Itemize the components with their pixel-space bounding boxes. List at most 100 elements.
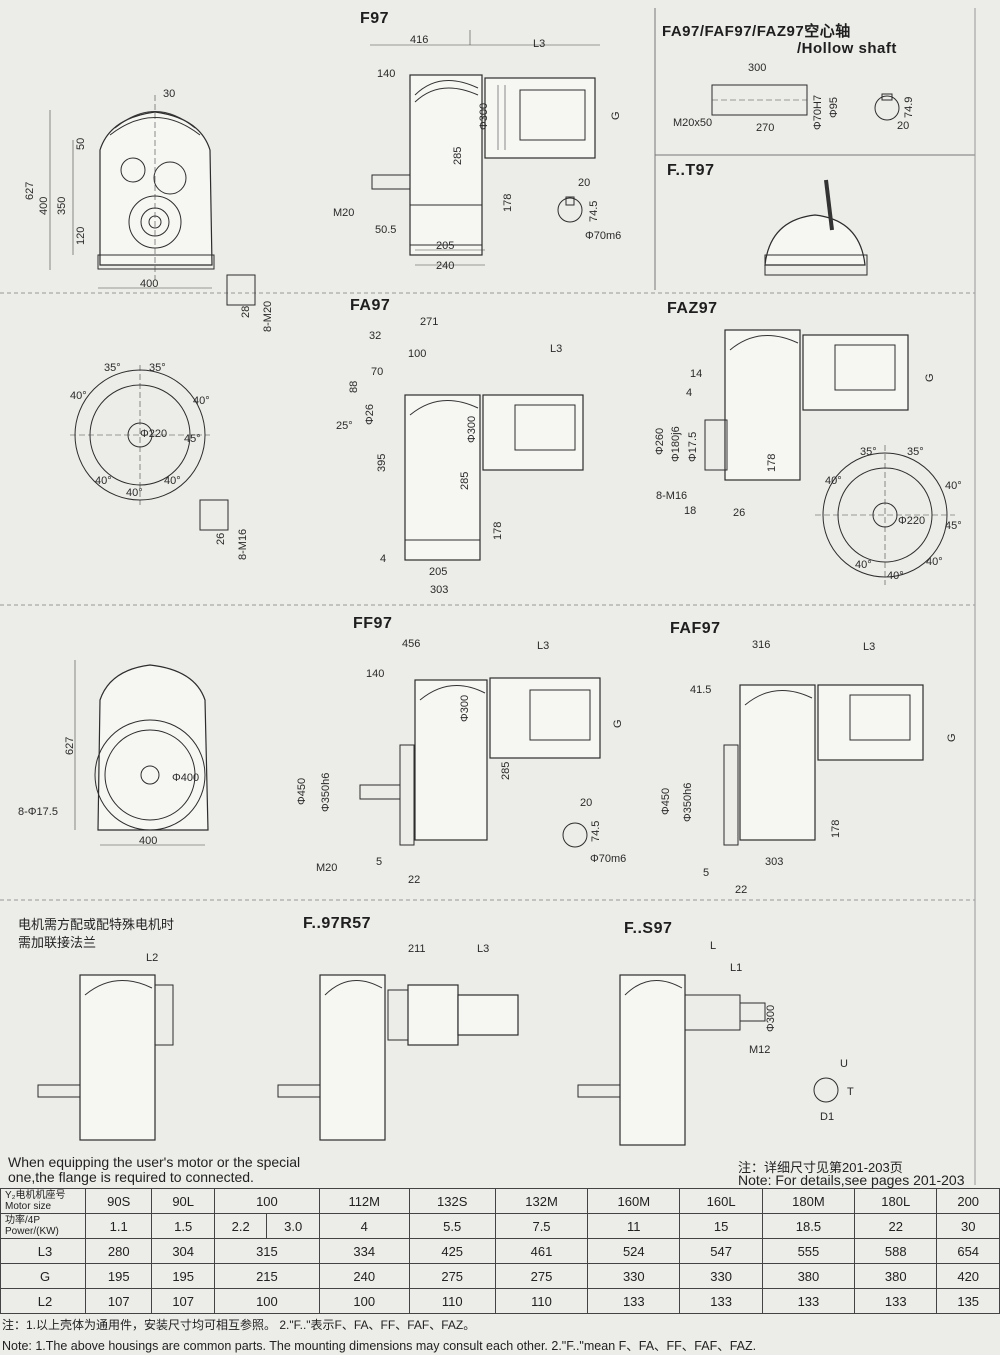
- dim-label: 40°: [887, 570, 904, 582]
- cell: 380: [854, 1263, 938, 1289]
- table-row: L2 107 107 100 100 110 110 133 133 133 1…: [0, 1288, 1000, 1314]
- dim-label: 178: [502, 193, 514, 212]
- dim-label: 20: [578, 177, 591, 189]
- cell: 100: [213, 1288, 320, 1314]
- cell: 90S: [84, 1188, 153, 1214]
- adapter-note-cn-2: 需加联接法兰: [18, 935, 97, 950]
- dim-label: L3: [477, 943, 490, 955]
- dim-label: 28: [240, 305, 252, 318]
- dim-label: 40°: [855, 559, 872, 571]
- cell: 1.5: [151, 1213, 215, 1239]
- dim-label: G: [924, 373, 936, 382]
- cell: 135: [936, 1288, 1000, 1314]
- dim-label: 45°: [945, 520, 962, 532]
- dim-label: 270: [756, 122, 775, 134]
- dim-label: 240: [436, 260, 455, 272]
- cell: 280: [84, 1238, 153, 1264]
- dim-label: Φ350h6: [682, 782, 694, 822]
- row-header-motor: Y₂电机机座号 Motor size: [0, 1188, 86, 1214]
- dim-label: 285: [459, 471, 471, 490]
- cell: 200: [936, 1188, 1000, 1214]
- cell: 588: [854, 1238, 938, 1264]
- fa97-flange-view: [70, 365, 229, 531]
- dim-label: 285: [500, 761, 512, 780]
- cell: 654: [936, 1238, 1000, 1264]
- dim-label: 416: [410, 34, 429, 46]
- dim-label: 40°: [164, 475, 181, 487]
- ff97-side-view: [359, 677, 601, 848]
- title-hollow-shaft: FA97/FAF97/FAZ97空心轴: [662, 23, 851, 40]
- cell: 4: [318, 1213, 410, 1239]
- title-fa97: FA97: [350, 297, 391, 314]
- cell: 133: [587, 1288, 681, 1314]
- row-header-l3: L3: [0, 1238, 86, 1264]
- dim-label: 40°: [825, 475, 842, 487]
- dim-label: 400: [140, 278, 159, 290]
- user-motor-note-2: one,the flange is required to connected.: [8, 1169, 254, 1185]
- dim-label: T: [847, 1086, 854, 1098]
- dim-label: 40°: [95, 475, 112, 487]
- cell: 112M: [318, 1188, 410, 1214]
- header-en: Power/(KW): [5, 1226, 59, 1237]
- cell: 160L: [679, 1188, 763, 1214]
- dim-label: 50: [75, 137, 87, 150]
- cell: 275: [494, 1263, 589, 1289]
- dim-label: Φ400: [172, 772, 200, 784]
- cell: 330: [679, 1263, 763, 1289]
- row-header-g: G: [0, 1263, 86, 1289]
- dim-label: 14: [690, 368, 703, 380]
- cell: 195: [151, 1263, 215, 1289]
- dim-label: G: [612, 719, 624, 728]
- dim-label: 22: [408, 874, 421, 886]
- cell: 110: [408, 1288, 496, 1314]
- title-faf97: FAF97: [670, 620, 721, 637]
- details-note-en: Note: For details,see pages 201-203: [738, 1172, 965, 1188]
- hollow-shaft-view: [711, 84, 900, 121]
- cell: 107: [84, 1288, 153, 1314]
- dim-label: 178: [830, 819, 842, 838]
- dim-label: U: [840, 1058, 848, 1070]
- dim-label: Φ26: [364, 403, 376, 425]
- dim-label: 8-M16: [237, 528, 249, 560]
- details-note-cn: 注：详细尺寸见第201-203页: [738, 1160, 903, 1175]
- dim-label: Φ95: [828, 96, 840, 118]
- dim-label: 350: [56, 196, 68, 215]
- dim-label: 74.5: [590, 820, 602, 842]
- cell: 2.2: [213, 1213, 268, 1239]
- cell: 100: [213, 1188, 320, 1214]
- cell: 555: [761, 1238, 856, 1264]
- faz97-side-view: [704, 329, 909, 481]
- cell: 11: [587, 1213, 681, 1239]
- fs97-view: [577, 974, 839, 1146]
- dim-label: 4: [686, 387, 693, 399]
- fa97-side-view: [404, 394, 584, 561]
- dim-label: 20: [580, 797, 593, 809]
- dim-label: G: [946, 733, 958, 742]
- dim-label: Φ300: [478, 102, 490, 130]
- dim-label: L1: [730, 962, 743, 974]
- dim-label: 285: [452, 146, 464, 165]
- dim-label: 70: [371, 366, 384, 378]
- cell: 110: [494, 1288, 589, 1314]
- cell: 133: [679, 1288, 763, 1314]
- cell: 304: [151, 1238, 215, 1264]
- dim-label: 26: [215, 532, 227, 545]
- dim-label: M12: [749, 1044, 771, 1056]
- dim-label: 26: [733, 507, 746, 519]
- dim-label: 205: [436, 240, 455, 252]
- dim-label: 35°: [907, 446, 924, 458]
- dim-label: 8-M16: [656, 490, 688, 502]
- title-fr57: F..97R57: [303, 915, 372, 932]
- faf97-side-view: [723, 684, 924, 846]
- dim-label: Φ70H7: [812, 94, 824, 130]
- dim-label: L: [710, 940, 717, 952]
- dim-label: 35°: [149, 362, 166, 374]
- cell: 180L: [854, 1188, 938, 1214]
- dim-label: Φ70m6: [590, 853, 627, 865]
- adapter-view: [37, 974, 174, 1141]
- dim-label: 35°: [860, 446, 877, 458]
- title-f97: F97: [360, 10, 390, 27]
- dim-label: 400: [139, 835, 158, 847]
- dim-label: 100: [408, 348, 427, 360]
- dim-label: Φ220: [898, 515, 926, 527]
